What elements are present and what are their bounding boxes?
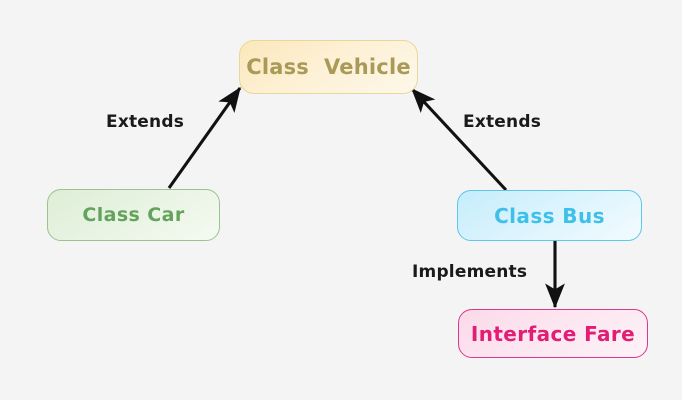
class-node-vehicle[interactable]: Class Vehicle [239, 40, 418, 94]
class-node-car-label: Class Car [82, 203, 185, 226]
class-node-bus[interactable]: Class Bus [457, 190, 642, 241]
interface-node-fare-label: Interface Fare [470, 321, 636, 346]
class-node-bus-label: Class Bus [494, 203, 605, 228]
edge-label-bus-implements-fare: Implements [412, 262, 528, 282]
interface-node-fare[interactable]: Interface Fare [458, 309, 648, 358]
edge-label-car-extends-vehicle: Extends [106, 112, 185, 132]
edge-bus-extends-vehicle [410, 87, 508, 192]
edge-car-extends-vehicle [167, 86, 242, 189]
class-node-vehicle-label: Class Vehicle [246, 54, 411, 79]
edge-label-bus-extends-vehicle: Extends [463, 112, 542, 132]
class-node-car[interactable]: Class Car [47, 189, 220, 241]
